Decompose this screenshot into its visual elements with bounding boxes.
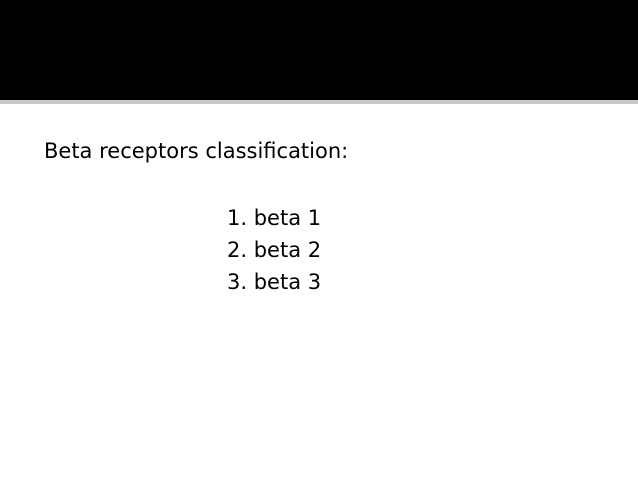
classification-list: 1. beta 1 2. beta 2 3. beta 3	[227, 202, 321, 298]
list-item: 2. beta 2	[227, 238, 322, 262]
title-bar	[0, 0, 638, 100]
list-item: 1. beta 1	[227, 206, 322, 230]
title-divider	[0, 100, 638, 104]
list-item: 3. beta 3	[227, 270, 322, 294]
slide-heading: Beta receptors classification:	[44, 139, 349, 163]
